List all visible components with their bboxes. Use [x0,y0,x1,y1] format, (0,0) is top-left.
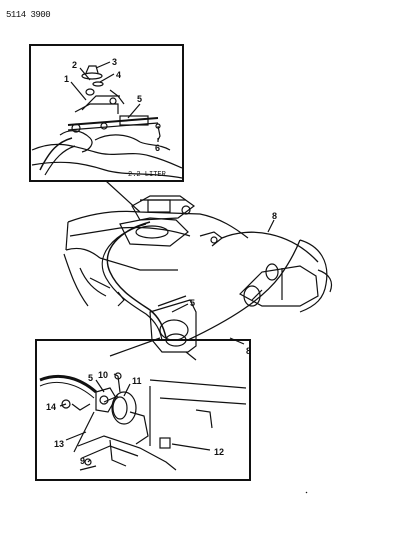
engine-bay-drawing [63,195,333,361]
callout-5-middle: 5 [190,298,195,308]
bottom-inset-frame [35,339,251,481]
diagram-code: 5114 3900 [6,10,51,20]
callout-13: 13 [54,439,64,449]
top-inset-frame [29,44,184,182]
callout-14: 14 [46,402,56,412]
callout-8-lower: 8 [246,346,251,356]
callout-3: 3 [112,57,117,67]
bottom-inset-pedal-assembly-drawing [39,372,247,471]
top-inset-connector-line [105,180,141,213]
callout-4: 4 [116,70,121,80]
top-inset-linkage-drawing [31,65,183,179]
callout-2: 2 [72,60,77,70]
callout-6: 6 [155,143,160,153]
callout-5-top: 5 [137,94,142,104]
callout-10: 10 [98,370,108,380]
callout-11: 11 [132,376,142,386]
callout-5-bottom: 5 [88,373,93,383]
callout-12: 12 [214,447,224,457]
inset-engine-label: 2.2 LITER [128,171,167,179]
callout-1: 1 [64,74,69,84]
callout-8-upper: 8 [272,211,277,221]
callout-9: 9 [80,456,85,466]
